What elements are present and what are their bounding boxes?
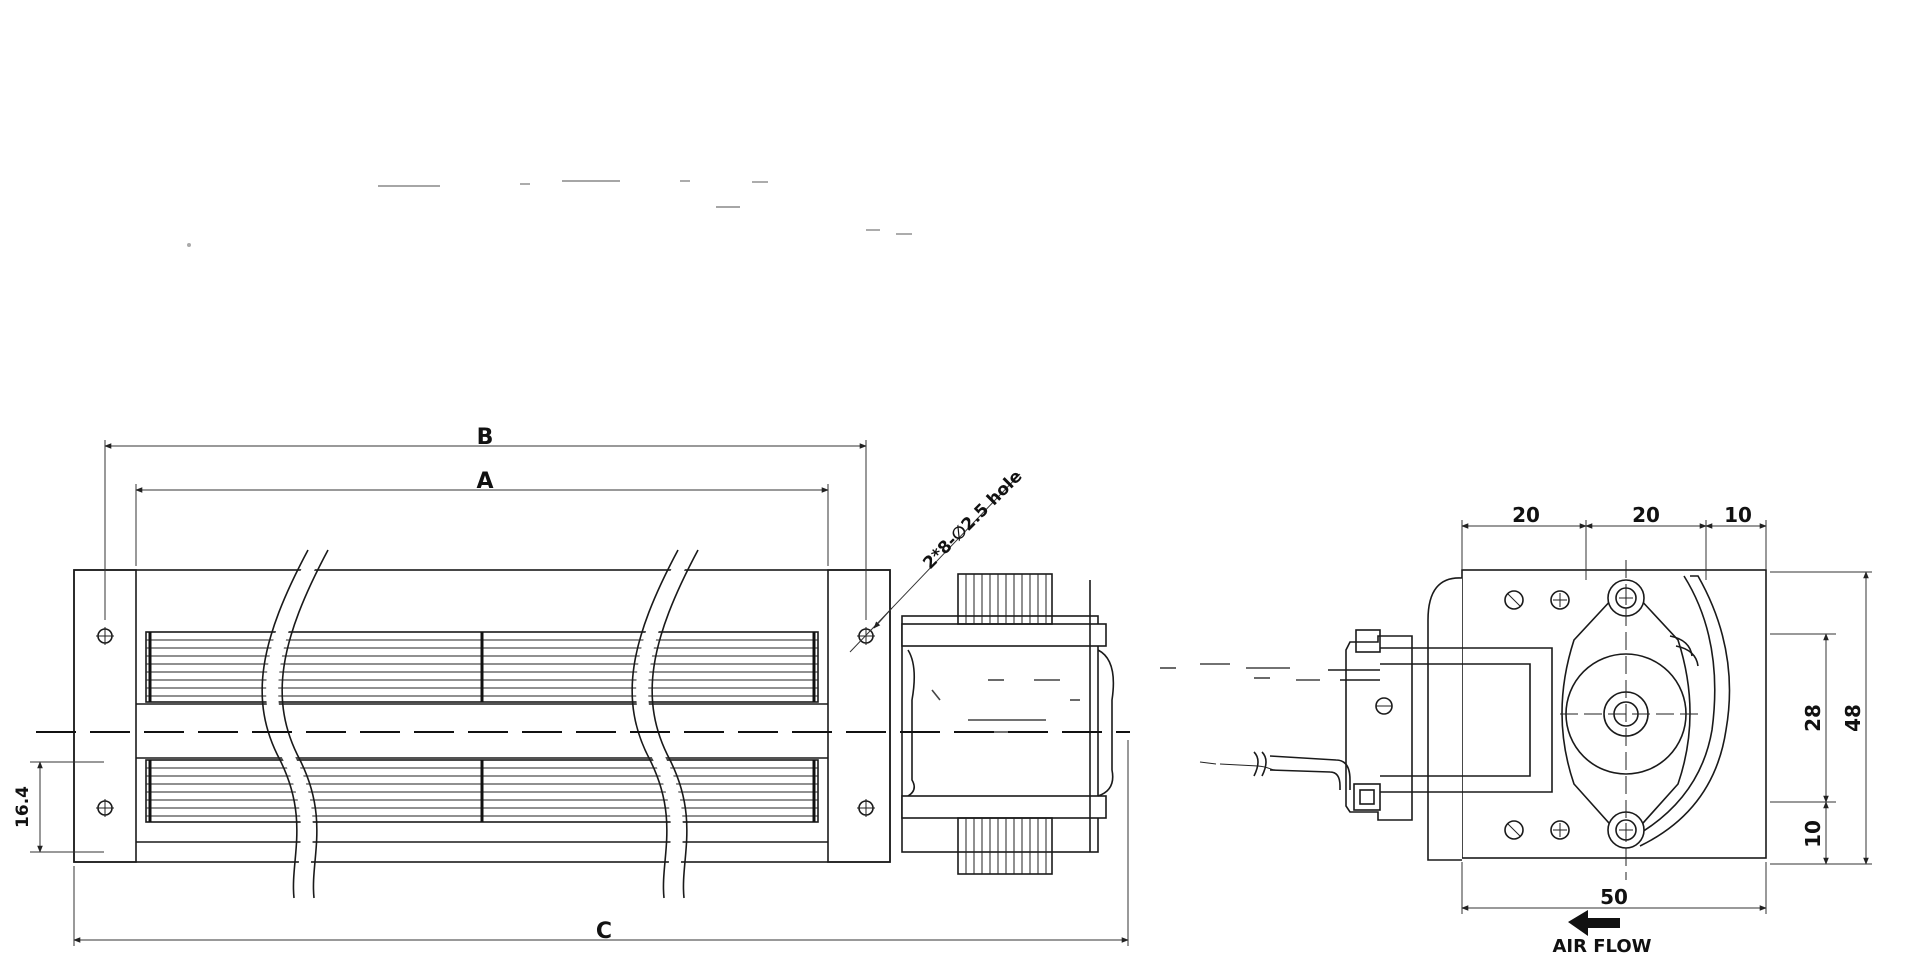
lower-blade-pack xyxy=(145,759,819,823)
motor-side xyxy=(901,573,1115,875)
hole-icon xyxy=(857,627,875,645)
dimension-label-16-4: 16.4 xyxy=(13,786,33,828)
screw-icon xyxy=(1504,590,1524,610)
dimension-label-10-right: 10 xyxy=(1801,820,1825,848)
dimension-label-48: 48 xyxy=(1841,704,1865,732)
dimension-label-20-left: 20 xyxy=(1512,503,1540,527)
mounting-holes xyxy=(96,627,875,817)
screw-icon xyxy=(1550,590,1570,610)
dimensions xyxy=(30,440,1872,946)
dimension-label-28: 28 xyxy=(1801,704,1825,732)
dimension-label-50: 50 xyxy=(1600,885,1628,909)
dimension-label-a: A xyxy=(476,469,493,494)
hole-icon xyxy=(96,799,114,817)
front-view xyxy=(36,547,1130,899)
screw-icon xyxy=(1504,820,1524,840)
dimension-label-c: C xyxy=(596,919,612,944)
dimension-label-10-top: 10 xyxy=(1724,503,1752,527)
screw-icon xyxy=(1550,820,1570,840)
hole-callout: 2*8-∅2.5 hole xyxy=(919,467,1026,574)
end-view xyxy=(1160,560,1767,880)
hole-icon xyxy=(96,627,114,645)
left-arrow-icon xyxy=(1568,910,1620,936)
right-end-plate xyxy=(827,569,891,863)
hole-icon xyxy=(857,799,875,817)
break-lines xyxy=(261,547,699,899)
air-flow-label: AIR FLOW xyxy=(1552,936,1651,956)
scan-artifacts xyxy=(187,180,912,247)
dimension-label-b: B xyxy=(477,425,494,450)
upper-blade-pack xyxy=(145,631,819,703)
dimension-label-20-right: 20 xyxy=(1632,503,1660,527)
